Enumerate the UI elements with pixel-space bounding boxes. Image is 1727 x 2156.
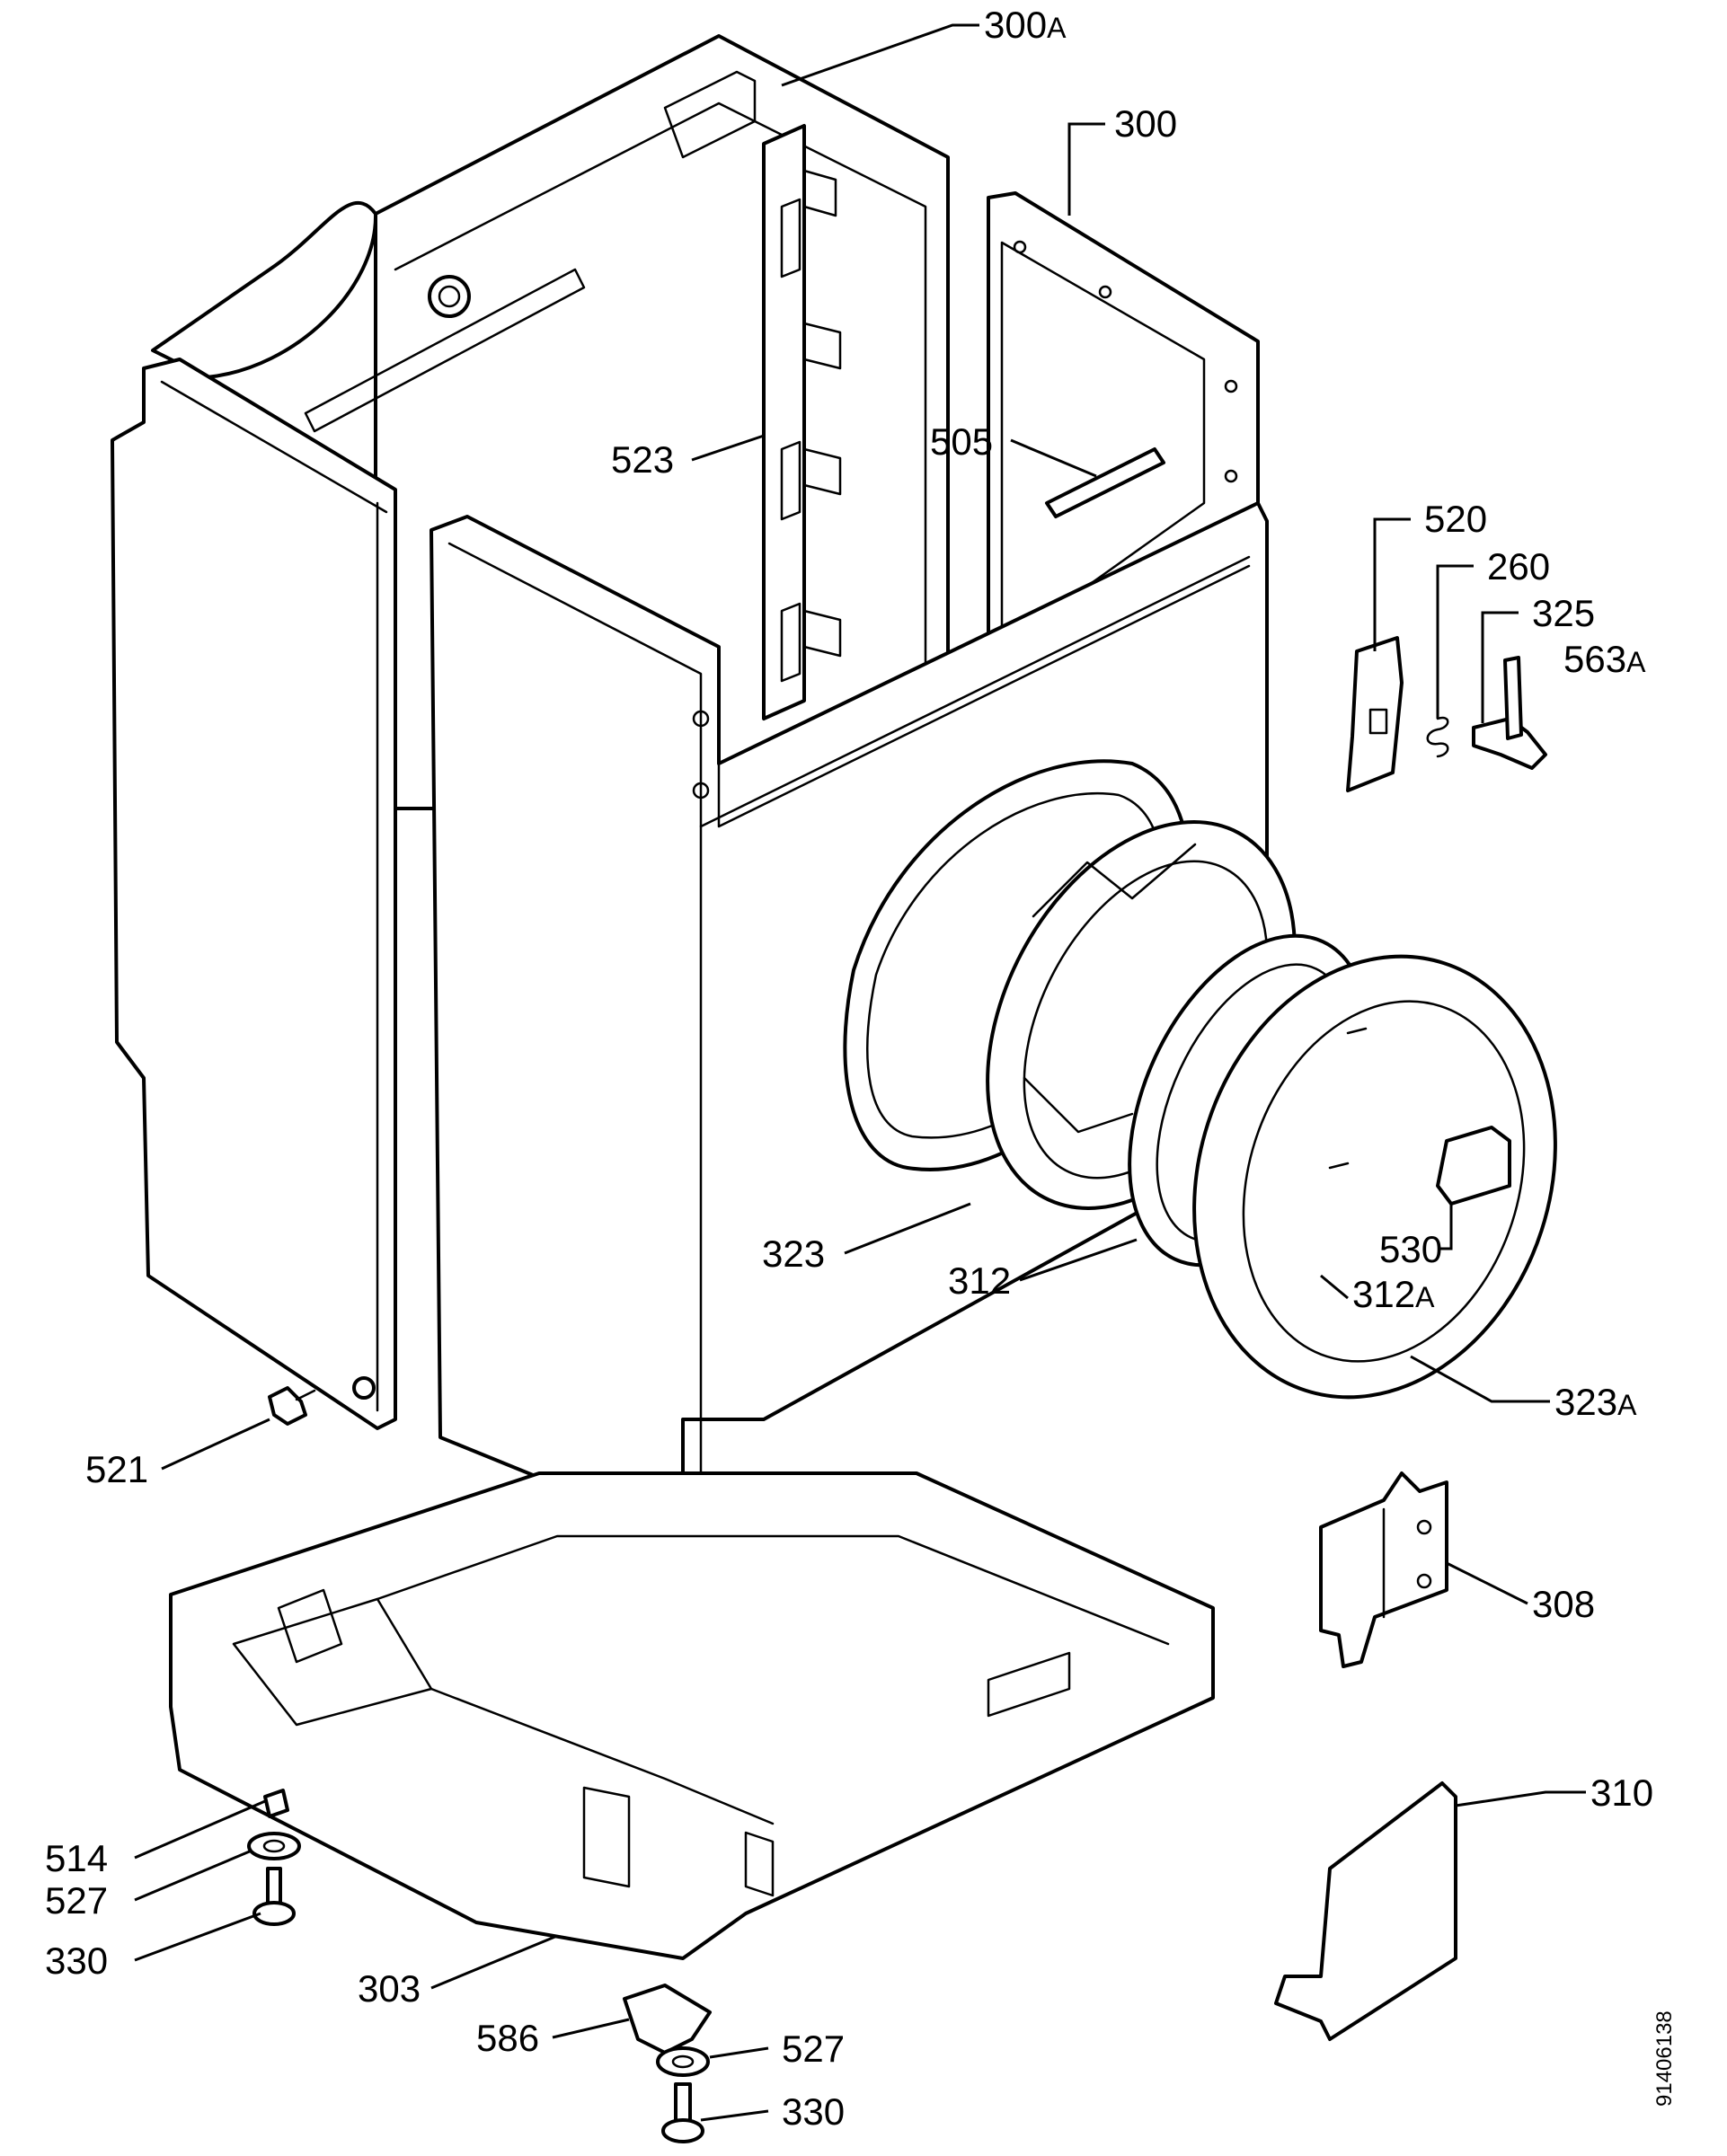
washer-527-bottom	[656, 2046, 710, 2077]
label-505: 505	[930, 420, 993, 463]
label-300a: 300A	[984, 4, 1067, 46]
rod-505	[1045, 447, 1165, 518]
label-523: 523	[611, 438, 674, 481]
foot-330-bottom	[661, 2082, 704, 2143]
door-handle-530	[1436, 1126, 1511, 1206]
label-586: 586	[476, 2017, 539, 2059]
screw-514	[263, 1789, 289, 1818]
label-330-left: 330	[45, 1940, 108, 1982]
label-563a: 563A	[1563, 638, 1646, 680]
label-514: 514	[45, 1837, 108, 1879]
label-308: 308	[1532, 1583, 1595, 1625]
label-260: 260	[1487, 545, 1550, 588]
label-312a: 312A	[1352, 1273, 1435, 1315]
label-521: 521	[85, 1448, 148, 1490]
document-number: 91406138	[1652, 2010, 1677, 2107]
label-312: 312	[948, 1259, 1011, 1302]
washer-527-left	[247, 1832, 301, 1860]
label-527-left: 527	[45, 1879, 108, 1922]
door-hinge-308	[1319, 1471, 1448, 1668]
label-300: 300	[1114, 102, 1177, 145]
screw-521	[268, 1386, 316, 1426]
door-assembly-323a	[1192, 954, 1557, 1400]
door-catch-520	[1346, 636, 1404, 792]
leader-lines	[134, 23, 1586, 2122]
label-330-bottom: 330	[782, 2090, 845, 2133]
label-310: 310	[1590, 1772, 1653, 1814]
spring-260	[1426, 716, 1449, 758]
foot-330-left	[252, 1867, 296, 1926]
left-side-panel	[111, 358, 397, 1430]
filter-flap-310	[1274, 1781, 1457, 2041]
base-frame-303	[169, 1471, 1215, 1960]
pin-563a	[1503, 656, 1523, 740]
label-520: 520	[1424, 498, 1487, 540]
label-303: 303	[358, 1967, 421, 2010]
label-527-bottom: 527	[782, 2028, 845, 2070]
label-530: 530	[1379, 1228, 1442, 1270]
bracket-586	[623, 1984, 712, 2054]
label-323: 323	[762, 1233, 825, 1275]
label-325: 325	[1532, 592, 1595, 634]
part-labels: 300A 300 523 505 520 260 325 563A 323 31…	[45, 4, 1677, 2133]
rail-bracket-523	[762, 124, 842, 720]
label-323a: 323A	[1554, 1381, 1637, 1423]
